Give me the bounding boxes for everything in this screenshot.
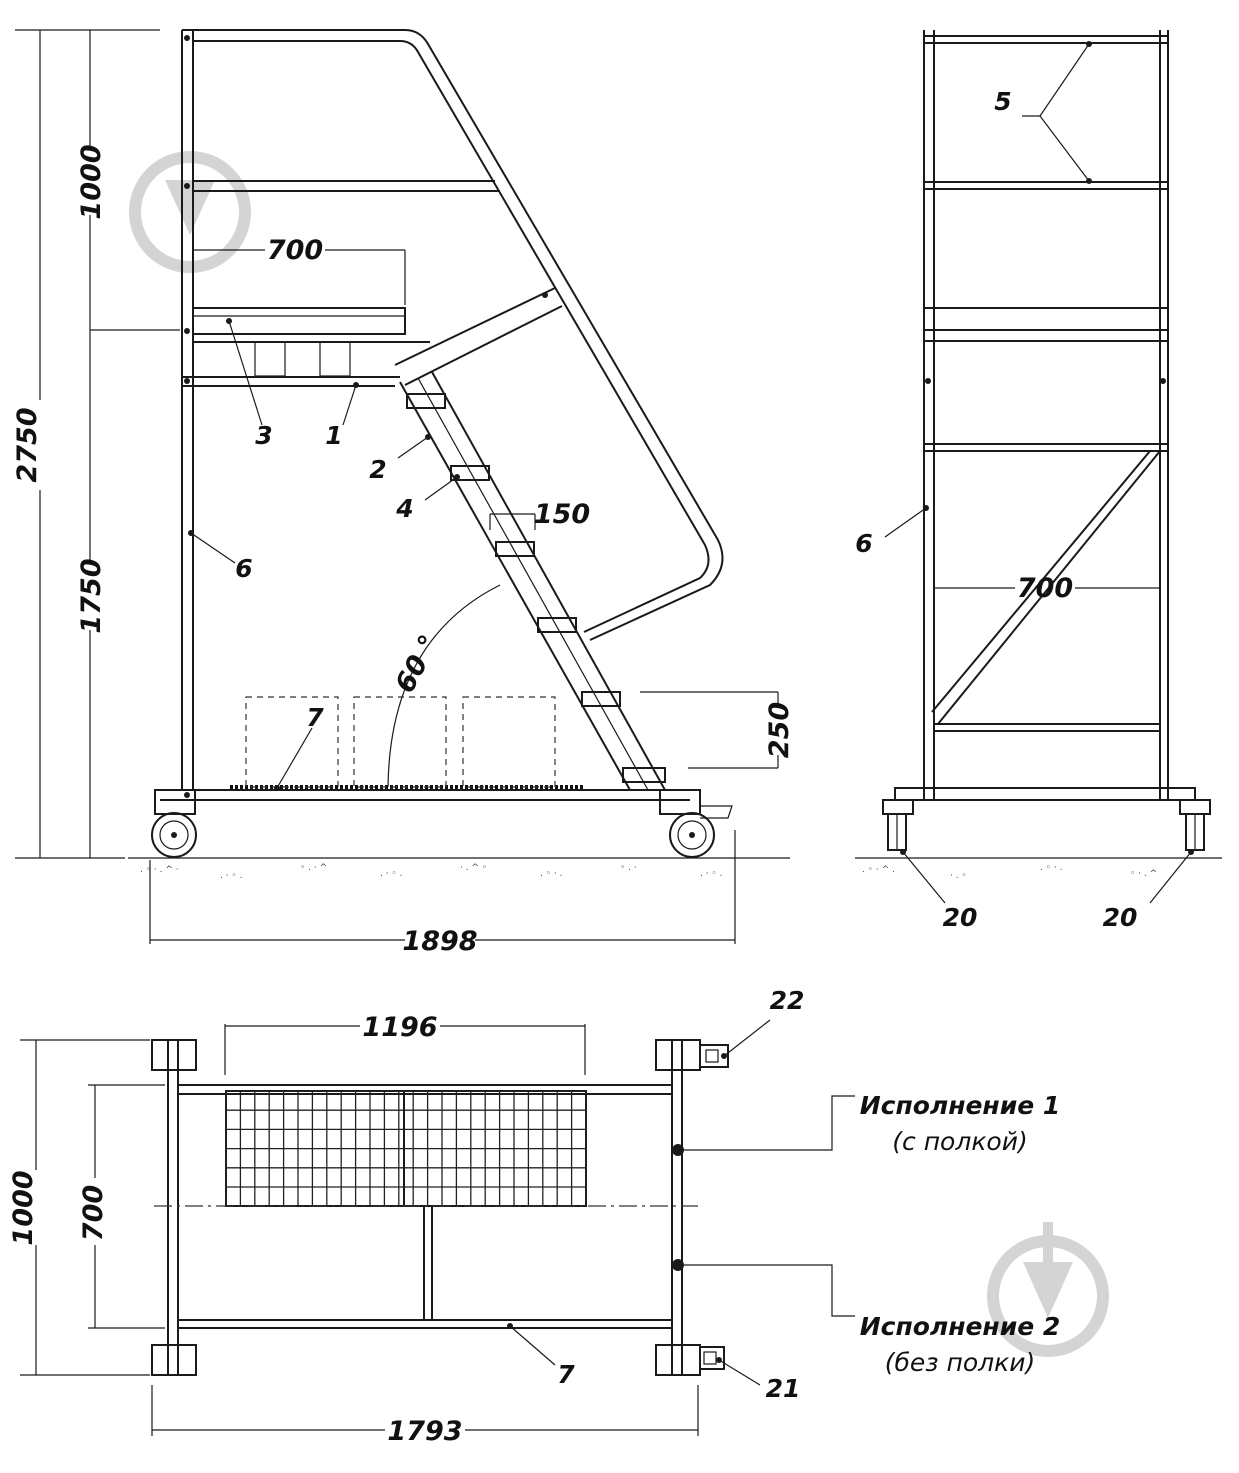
- dim-shelf-length: 1196: [362, 1012, 437, 1043]
- top-view: [151, 1019, 855, 1386]
- callout-1: 1: [325, 421, 342, 450]
- callout-6-front: 6: [855, 529, 872, 558]
- dim-step-rise: 250: [764, 702, 795, 758]
- callout-7-side: 7: [306, 703, 324, 732]
- callout-4: 4: [395, 494, 413, 523]
- watermark-icon-top: [129, 151, 251, 273]
- dim-platform-height: 1750: [76, 558, 107, 633]
- svg-text:. ◦ · . ^ ·: . ◦ · . ^ ·: [140, 865, 179, 875]
- dim-angle: 60 °: [390, 630, 446, 698]
- svg-text:. · ◦ .: . · ◦ .: [220, 871, 242, 881]
- callout-20-right: 20: [1103, 903, 1138, 932]
- callout-2: 2: [369, 455, 386, 484]
- shelf-mesh: [225, 1090, 587, 1206]
- side-view: . ◦ · . ^ · . · ◦ . ◦ . · ^ . · ◦ . · . ^ …: [128, 29, 790, 881]
- front-view-labels: 700 5 6 20 20: [855, 87, 1137, 932]
- watermark-icon-bottom: [987, 1222, 1109, 1357]
- ground-hatch-front: . ◦ · ^ . · . ◦ . ◦ · . ◦ · . ^: [862, 863, 1157, 881]
- dim-total-length: 1793: [387, 1416, 462, 1447]
- side-view-dimensions: [15, 29, 779, 944]
- dim-front-width: 700: [1017, 573, 1073, 604]
- svg-text:◦ . · ^: ◦ . · ^: [300, 863, 327, 873]
- front-view: . ◦ · ^ . · . ◦ . ◦ · . ◦ · . ^: [855, 30, 1222, 904]
- dim-base-length: 1898: [402, 926, 477, 957]
- callout-22: 22: [770, 986, 805, 1015]
- dim-inner-width: 700: [78, 1185, 109, 1241]
- svg-text:◦ · . ^: ◦ · . ^: [1130, 869, 1157, 879]
- variant1-title: Исполнение 1: [860, 1091, 1061, 1120]
- dim-step-depth: 150: [534, 499, 590, 530]
- top-view-dimensions: [20, 1024, 699, 1436]
- side-view-labels: 2750 1000 1750 700 150 250 60 ° 1898 3 1…: [12, 144, 795, 957]
- svg-text:. ◦ · .: . ◦ · .: [540, 869, 562, 879]
- variant2-title: Исполнение 2: [860, 1312, 1061, 1341]
- callout-7-top: 7: [557, 1360, 575, 1389]
- svg-text:. · ◦ .: . · ◦ .: [380, 869, 402, 879]
- dim-outer-width: 1000: [8, 1170, 39, 1245]
- variant1-subtitle: (с полкой): [892, 1127, 1027, 1156]
- variant2-subtitle: (без полки): [885, 1348, 1036, 1377]
- dim-rail-height: 1000: [76, 144, 107, 219]
- callout-5: 5: [994, 87, 1011, 116]
- svg-text:· . ^ ◦: · . ^ ◦: [460, 863, 487, 873]
- top-view-labels: 1196 1000 700 1793 22 7 21 Исполнение 1 …: [8, 986, 1060, 1447]
- svg-text:· . ◦: · . ◦: [950, 871, 967, 881]
- svg-text:. ◦ · ^ .: . ◦ · ^ .: [862, 865, 895, 875]
- svg-text:◦ . ·: ◦ . ·: [620, 863, 637, 873]
- svg-text:. ◦ · .: . ◦ · .: [1040, 863, 1062, 873]
- callout-20-left: 20: [943, 903, 978, 932]
- dim-total-height: 2750: [12, 407, 43, 482]
- dim-platform-length: 700: [267, 235, 323, 266]
- callout-21: 21: [766, 1374, 801, 1403]
- callout-3: 3: [255, 421, 272, 450]
- ground-hatch: . ◦ · . ^ · . · ◦ . ◦ . · ^ . · ◦ . · . ^ …: [140, 863, 722, 881]
- svg-text:. · ◦ .: . · ◦ .: [700, 869, 722, 879]
- callout-6-side: 6: [235, 554, 252, 583]
